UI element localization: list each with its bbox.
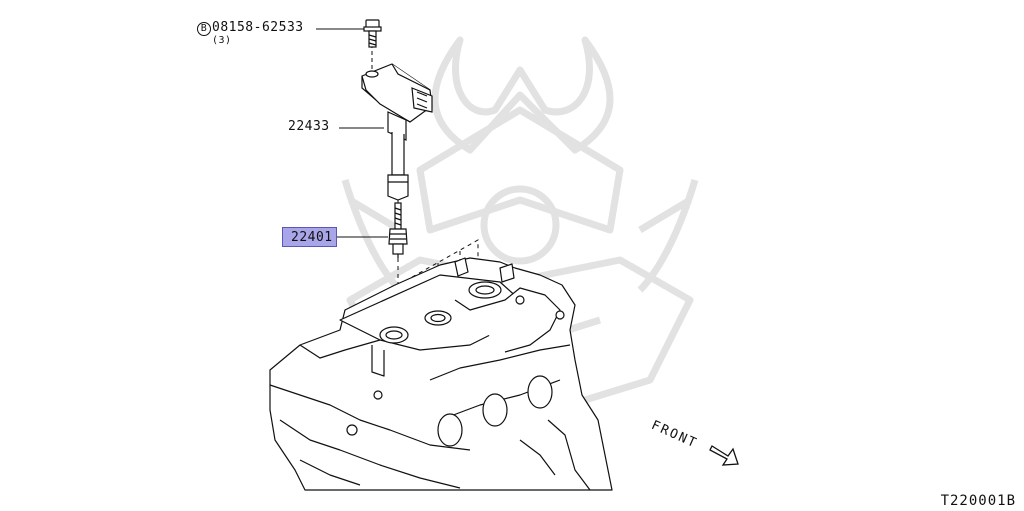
ignition-coil-part — [361, 63, 433, 201]
coil-part-number: 22433 — [288, 119, 330, 134]
spark-plug-part — [388, 202, 408, 258]
engine-head-part — [269, 257, 613, 491]
spark-plug-part-number: 22401 — [291, 230, 333, 245]
bolt-prefix-mark: B — [197, 22, 211, 36]
bolt-part — [363, 19, 382, 48]
arrow-down-right-icon — [709, 445, 739, 466]
spark-plug-part-number-highlight[interactable]: 22401 — [282, 227, 337, 247]
diagram-code: T220001B — [940, 493, 1016, 509]
bolt-quantity: (3) — [212, 35, 232, 46]
bolt-part-number: 08158-62533 — [212, 20, 304, 35]
